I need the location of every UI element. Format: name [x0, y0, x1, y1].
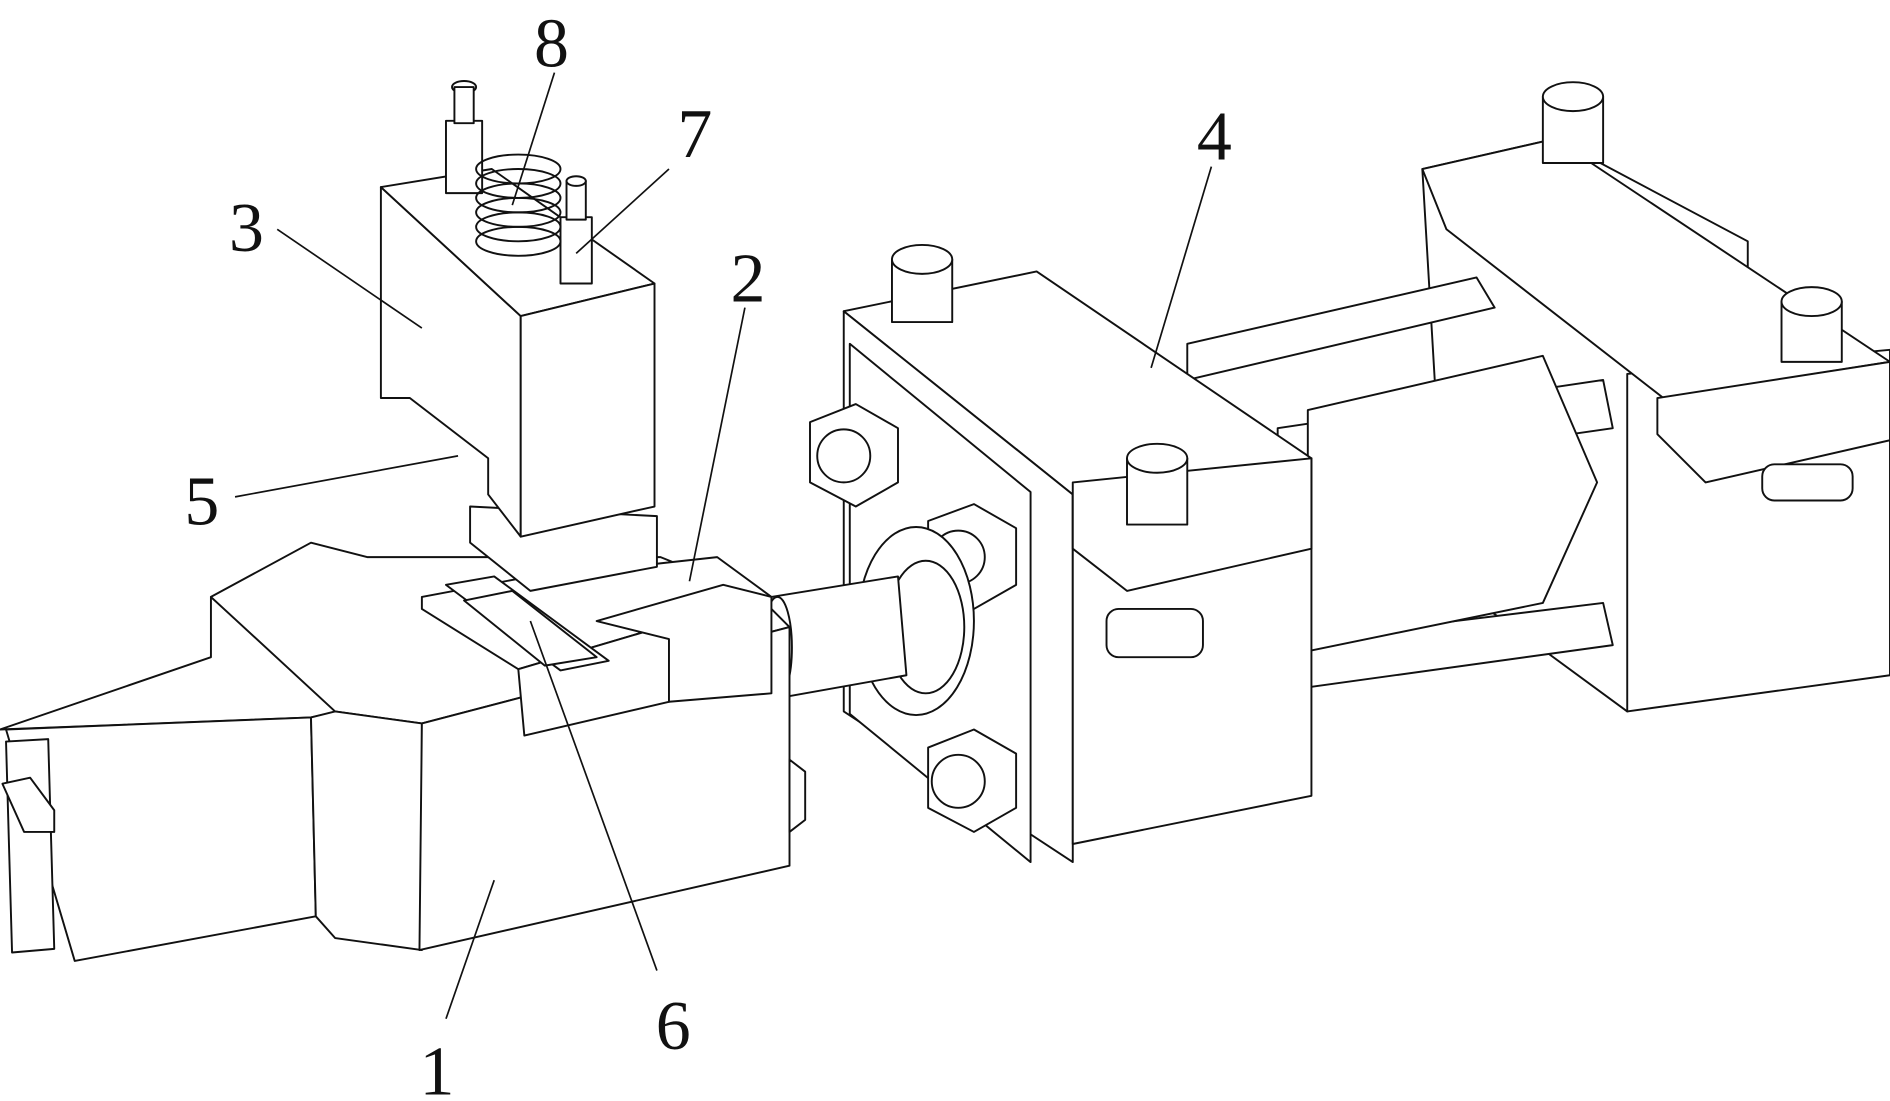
label-8: 8 — [534, 6, 569, 83]
label-4: 4 — [1197, 98, 1232, 175]
label-6: 6 — [656, 988, 691, 1065]
upper-block — [379, 80, 658, 592]
pin — [1780, 286, 1843, 363]
label-1: 1 — [419, 1034, 454, 1101]
label-7: 7 — [677, 96, 712, 173]
pin — [1126, 442, 1189, 526]
spring — [475, 153, 562, 257]
cylinder-assembly — [762, 81, 1890, 864]
label-3: 3 — [229, 190, 264, 267]
label-5: 5 — [184, 464, 219, 541]
label-2: 2 — [730, 241, 765, 318]
leader-lines — [234, 72, 1213, 1020]
pin — [1541, 81, 1605, 164]
pin — [890, 243, 954, 324]
slide-block — [420, 556, 773, 737]
